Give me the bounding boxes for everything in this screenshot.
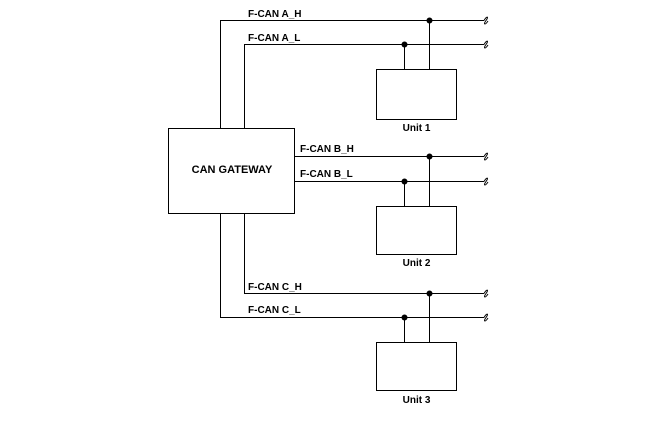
can-gateway-label: CAN GATEWAY xyxy=(192,164,273,176)
bus-b-high-junction-dot xyxy=(426,153,433,160)
bus-a-high-junction-dot xyxy=(426,17,433,24)
unit1-label: Unit 1 xyxy=(403,123,431,134)
bus-a-low-end-icon xyxy=(483,40,489,49)
bus-c-high-line xyxy=(244,213,484,294)
bus-a-low-junction-dot xyxy=(401,41,408,48)
can-gateway-box xyxy=(168,128,295,214)
unit2-label: Unit 2 xyxy=(403,258,431,269)
bus-b-high-label: F-CAN B_H xyxy=(300,144,354,155)
unit2-box xyxy=(376,206,457,255)
bus-a-high-line xyxy=(220,20,484,128)
bus-b-low-label: F-CAN B_L xyxy=(300,169,353,180)
bus-b-high-end-icon xyxy=(483,152,489,161)
bus-b-low-junction-dot xyxy=(401,178,408,185)
bus-c-low-junction-dot xyxy=(401,314,408,321)
bus-c-high-label: F-CAN C_H xyxy=(248,282,302,293)
bus-a-high-end-icon xyxy=(483,16,489,25)
bus-c-low-label: F-CAN C_L xyxy=(248,305,301,316)
bus-c-low-line xyxy=(220,213,484,318)
bus-c-high-junction-dot xyxy=(426,290,433,297)
bus-c-low-end-icon xyxy=(483,313,489,322)
bus-b-low-end-icon xyxy=(483,177,489,186)
bus-c-high-end-icon xyxy=(483,289,489,298)
unit1-box xyxy=(376,69,457,120)
bus-a-low-label: F-CAN A_L xyxy=(248,33,300,44)
unit3-box xyxy=(376,342,457,391)
unit3-label: Unit 3 xyxy=(403,395,431,406)
bus-a-high-label: F-CAN A_H xyxy=(248,9,302,20)
